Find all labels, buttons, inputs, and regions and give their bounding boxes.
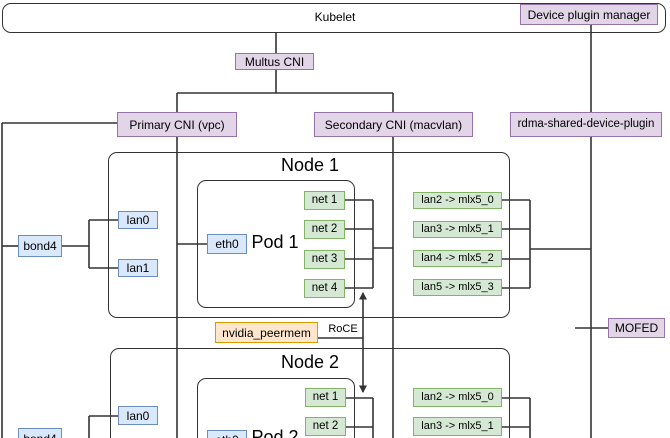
rdma-plugin-box: rdma-shared-device-plugin <box>510 112 662 137</box>
left-rail-lines <box>1 122 118 438</box>
rdma-iface1-box-node1: lan2 -> mlx5_0 <box>413 192 502 209</box>
bond4-box-node1: bond4 <box>18 235 62 257</box>
bond4-box-node2: bond4 <box>18 428 62 438</box>
node1-title: Node 1 <box>280 155 340 175</box>
eth0-box-node2: eth0 <box>207 430 247 438</box>
kubelet-box <box>2 3 666 33</box>
net3-box-node1: net 3 <box>304 250 345 269</box>
pod1-title: Pod 1 <box>251 232 299 252</box>
node2-wires <box>88 397 531 438</box>
secondary-cni-box: Secondary CNI (macvlan) <box>314 112 473 137</box>
primary-cni-box: Primary CNI (vpc) <box>117 112 237 137</box>
device-plugin-manager-box: Device plugin manager <box>520 4 658 25</box>
net1-box-node1: net 1 <box>304 191 345 210</box>
multus-cni-box: Multus CNI <box>235 53 314 70</box>
lan0-box-node1: lan0 <box>118 211 158 229</box>
mofed-box: MOFED <box>608 318 665 338</box>
rdma-iface1-box-node2: lan2 -> mlx5_0 <box>413 388 502 407</box>
lan1-box-node1: lan1 <box>118 259 158 277</box>
net1-box-node2: net 1 <box>305 388 346 407</box>
kubelet-label: Kubelet <box>314 10 356 24</box>
eth0-box-node1: eth0 <box>207 234 247 254</box>
roce-label: RoCE <box>328 323 358 335</box>
rdma-iface4-box-node1: lan5 -> mlx5_3 <box>413 279 502 296</box>
net4-box-node1: net 4 <box>304 279 345 298</box>
kubelet-tree-lines <box>176 25 592 112</box>
rdma-iface2-box-node1: lan3 -> mlx5_1 <box>413 221 502 238</box>
node1-box <box>108 152 510 318</box>
net2-box-node1: net 2 <box>304 220 345 239</box>
node2-title: Node 2 <box>280 352 340 372</box>
pod2-title: Pod 2 <box>251 427 299 438</box>
lan0-box-node2: lan0 <box>118 406 158 425</box>
nvidia-peermem-box: nvidia_peermem <box>215 322 318 343</box>
node1-rdma-wires <box>502 199 591 289</box>
node2-box <box>110 348 510 438</box>
net2-box-node2: net 2 <box>305 417 346 436</box>
rdma-iface2-box-node2: lan3 -> mlx5_1 <box>413 417 502 436</box>
node1-net-wires <box>345 199 393 289</box>
cni-vertical-lines <box>176 137 608 438</box>
rdma-iface3-box-node1: lan4 -> mlx5_2 <box>413 250 502 267</box>
roce-wires <box>318 292 367 393</box>
pod2-box <box>197 378 355 438</box>
